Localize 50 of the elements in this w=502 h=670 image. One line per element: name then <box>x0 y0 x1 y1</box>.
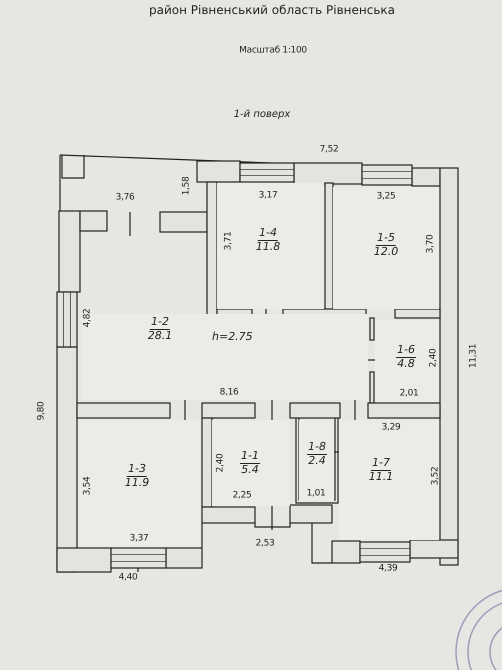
dimension-label: 3,76 <box>116 194 134 202</box>
room-area-value: 28.1 <box>148 330 172 342</box>
room-area <box>217 183 324 309</box>
room-area-value: 2.4 <box>308 454 326 468</box>
dimension-label: 11,31 <box>470 344 478 368</box>
dimension-label: 2,40 <box>430 348 438 368</box>
dimension-label: 3,70 <box>426 234 436 254</box>
dimension-label: 4,39 <box>378 564 398 574</box>
room-area <box>79 420 200 547</box>
dimension-label: 3,52 <box>432 466 440 486</box>
room-area <box>339 420 439 540</box>
dimension-label: 4,82 <box>84 308 92 328</box>
room-area-value: 5.4 <box>241 464 259 476</box>
dimension-label: 3,71 <box>224 232 234 250</box>
dimension-label: 4,40 <box>118 574 138 582</box>
dimension-label: 3,17 <box>258 192 278 200</box>
room-number: 1-8 <box>307 441 327 455</box>
room-number: 1-1 <box>240 450 260 464</box>
room-number: 1-3 <box>127 463 147 477</box>
room-area-value: 4.8 <box>397 358 415 370</box>
room-number: 1-5 <box>376 232 396 246</box>
dimension-label: 9,80 <box>38 402 46 420</box>
dimension-label: 3,29 <box>382 424 400 432</box>
room-number: 1-2 <box>150 316 170 330</box>
ceiling-height: h=2.75 <box>212 330 253 343</box>
dimension-label: 2,53 <box>256 540 274 548</box>
dimension-label: 3,54 <box>84 476 92 496</box>
room-number: 1-6 <box>396 344 416 358</box>
dimension-label: 1,01 <box>306 490 326 498</box>
dimension-label: 2,01 <box>400 390 418 398</box>
room-number: 1-4 <box>258 227 278 241</box>
dimension-label: 2,40 <box>216 454 226 472</box>
dimension-label: 3,37 <box>130 534 148 544</box>
room-area <box>333 187 439 309</box>
room-area-value: 11.9 <box>124 476 150 490</box>
dimension-label: 1,58 <box>182 176 192 196</box>
room-number: 1-7 <box>371 457 391 471</box>
room-area <box>212 420 290 506</box>
floor-title: 1-й поверх <box>232 109 292 120</box>
dimension-label: 7,52 <box>320 146 338 154</box>
address-text: район Рівненський область Рівненська <box>148 4 396 16</box>
room-area-value: 12.0 <box>374 246 398 258</box>
room-area-value: 11.8 <box>256 240 280 254</box>
dimension-label: 2,25 <box>232 492 252 500</box>
dimension-label: 3,25 <box>376 192 396 202</box>
room-area-value: 11.1 <box>368 470 394 484</box>
room-area <box>299 420 334 501</box>
room-area <box>375 320 439 402</box>
scale-note: Масштаб 1:100 <box>239 46 307 56</box>
dimension-label: 8,16 <box>220 388 238 398</box>
